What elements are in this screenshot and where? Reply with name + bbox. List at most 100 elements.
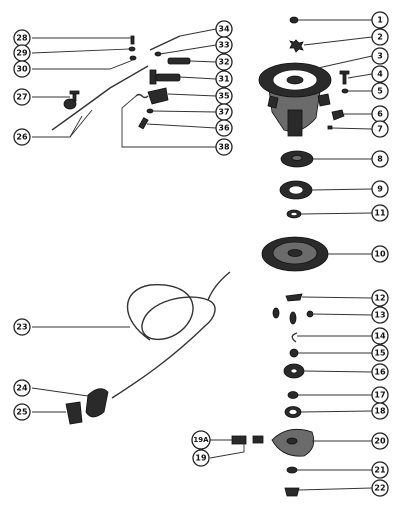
rewind-spring-center	[288, 185, 304, 195]
drive-plate-hub	[286, 437, 298, 445]
callout-25: 25	[13, 403, 31, 421]
svg-text:34: 34	[218, 25, 230, 34]
svg-text:16: 16	[374, 368, 386, 377]
wave-washer-bore	[288, 409, 298, 415]
rod-grommet	[63, 98, 77, 110]
svg-text:38: 38	[218, 143, 230, 152]
svg-text:3: 3	[377, 52, 383, 61]
leader-lines	[31, 19, 373, 491]
callout-17: 17	[371, 386, 389, 404]
bushing-bore	[290, 212, 298, 216]
svg-text:30: 30	[16, 65, 28, 74]
svg-text:17: 17	[374, 391, 385, 400]
washer-37	[146, 108, 154, 114]
callout-33: 33	[215, 36, 233, 54]
screw-28	[130, 35, 135, 45]
starter-housing	[258, 62, 332, 137]
small-washer	[286, 466, 298, 474]
callout-29: 29	[13, 44, 31, 62]
callout-37: 37	[215, 103, 233, 121]
pin	[327, 125, 333, 130]
callout-6: 6	[371, 105, 389, 123]
spring-cup-hub	[291, 155, 303, 161]
svg-text:19A: 19A	[193, 436, 209, 444]
callout-26: 26	[13, 128, 31, 146]
svg-text:24: 24	[16, 384, 28, 393]
pawl-plate	[285, 293, 303, 302]
svg-text:1: 1	[377, 16, 383, 25]
starter-handle	[85, 388, 109, 418]
bracket-35	[147, 87, 169, 105]
pawl	[331, 109, 345, 121]
thrust-washer	[287, 391, 299, 399]
pawl-right	[306, 310, 314, 318]
pin-36	[138, 117, 149, 130]
callout-22: 22	[371, 479, 389, 497]
svg-text:26: 26	[16, 133, 28, 142]
callout-13: 13	[371, 306, 389, 324]
callout-12: 12	[371, 289, 389, 307]
nut	[289, 16, 299, 24]
callout-20: 20	[371, 432, 389, 450]
starter-rope	[111, 284, 216, 399]
svg-text:12: 12	[374, 294, 385, 303]
svg-text:7: 7	[377, 125, 383, 134]
washer	[341, 88, 349, 94]
callout-7: 7	[371, 120, 389, 138]
svg-text:29: 29	[16, 49, 28, 58]
callout-4: 4	[371, 65, 389, 83]
svg-text:37: 37	[218, 108, 229, 117]
callout-21: 21	[371, 461, 389, 479]
link-rod-34	[149, 35, 181, 51]
callout-27: 27	[13, 88, 31, 106]
callout-32: 32	[215, 53, 233, 71]
svg-text:21: 21	[374, 466, 386, 475]
callout-10: 10	[371, 245, 389, 263]
svg-text:13: 13	[374, 311, 385, 320]
callout-9: 9	[371, 180, 389, 198]
callout-23: 23	[13, 318, 31, 336]
callout-35: 35	[215, 87, 233, 105]
callout-2: 2	[371, 28, 389, 46]
svg-text:27: 27	[16, 93, 27, 102]
svg-text:6: 6	[377, 110, 383, 119]
callout-30: 30	[13, 60, 31, 78]
callout-19: 19	[192, 449, 210, 467]
callout-16: 16	[371, 363, 389, 381]
star-washer	[289, 39, 304, 53]
handle-insert	[65, 401, 83, 425]
retaining-clip	[291, 332, 298, 343]
svg-text:20: 20	[374, 437, 386, 446]
spacer	[289, 348, 299, 358]
callout-11: 11	[371, 204, 389, 222]
plunger-tip	[252, 435, 264, 444]
rope-pulley-hub	[287, 249, 303, 257]
callout-36: 36	[215, 119, 233, 137]
svg-text:4: 4	[377, 70, 383, 79]
callout-15: 15	[371, 344, 389, 362]
bolt	[284, 487, 300, 497]
svg-text:5: 5	[377, 87, 383, 96]
callout-3: 3	[371, 47, 389, 65]
lever-31	[155, 73, 181, 82]
callout-5: 5	[371, 82, 389, 100]
pawl-center	[289, 311, 297, 325]
screw	[342, 73, 347, 85]
callout-38: 38	[215, 138, 233, 156]
svg-text:28: 28	[16, 34, 28, 43]
svg-text:10: 10	[374, 250, 386, 259]
svg-text:11: 11	[374, 209, 386, 218]
svg-text:18: 18	[374, 407, 386, 416]
callout-34: 34	[215, 20, 233, 38]
callout-18: 18	[371, 402, 389, 420]
starter-rope-strand	[207, 271, 231, 301]
callout-19a: 19A	[191, 430, 211, 450]
svg-text:32: 32	[218, 58, 229, 67]
friction-washer-bore	[290, 368, 298, 374]
screw-head	[339, 70, 350, 75]
svg-text:35: 35	[218, 92, 230, 101]
svg-text:33: 33	[218, 41, 229, 50]
svg-text:2: 2	[377, 33, 383, 42]
callout-28: 28	[13, 29, 31, 47]
